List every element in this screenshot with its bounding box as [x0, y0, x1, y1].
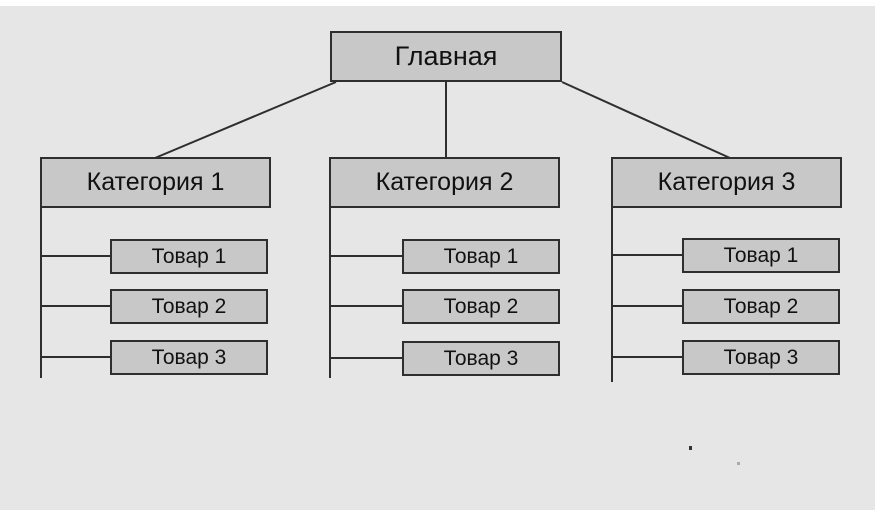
item-node-cat3-3: Товар 3 [682, 340, 840, 375]
category-label: Категория 3 [657, 168, 796, 196]
item-label: Товар 1 [443, 244, 519, 268]
category-node-1: Категория 1 [40, 157, 271, 208]
item-node-cat2-1: Товар 1 [402, 239, 560, 274]
connector-root-cat3 [561, 81, 731, 159]
item-node-cat2-3: Товар 3 [402, 341, 560, 376]
item-label: Товар 3 [723, 345, 799, 369]
item-label: Товар 2 [151, 294, 227, 318]
item-node-cat2-2: Товар 2 [402, 289, 560, 324]
category-label: Категория 1 [86, 168, 225, 196]
category-node-2: Категория 2 [329, 157, 560, 208]
item-label: Товар 2 [723, 294, 799, 318]
speck-mark [737, 462, 740, 465]
item-label: Товар 1 [723, 243, 799, 267]
item-node-cat1-3: Товар 3 [110, 340, 268, 375]
item-label: Товар 1 [151, 244, 227, 268]
item-node-cat1-2: Товар 2 [110, 289, 268, 324]
item-node-cat3-1: Товар 1 [682, 238, 840, 273]
speck-mark [689, 446, 692, 450]
root-node-label: Главная [394, 41, 498, 71]
item-label: Товар 3 [443, 346, 519, 370]
category-label: Категория 2 [375, 168, 514, 196]
category-node-3: Категория 3 [611, 157, 842, 208]
item-node-cat3-2: Товар 2 [682, 289, 840, 324]
root-node: Главная [330, 31, 562, 82]
item-node-cat1-1: Товар 1 [110, 239, 268, 274]
item-label: Товар 3 [151, 345, 227, 369]
connector-root-cat1 [154, 81, 337, 159]
item-label: Товар 2 [443, 294, 519, 318]
